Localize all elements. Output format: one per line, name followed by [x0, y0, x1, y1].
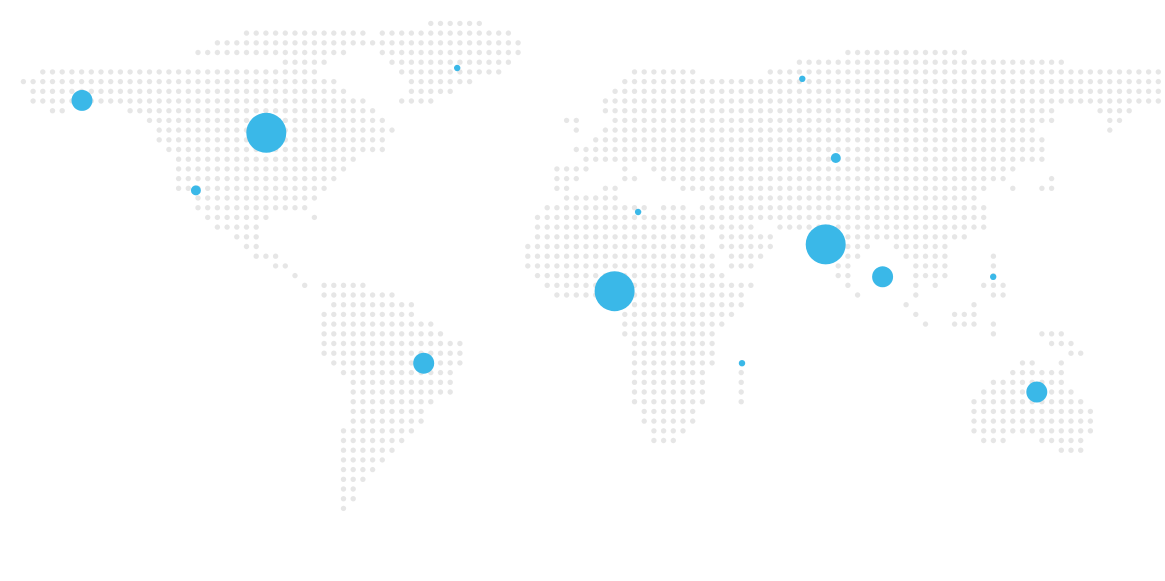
location-markers [71, 64, 1048, 403]
land-dots [20, 20, 1162, 512]
marker-madagascar[interactable] [738, 360, 746, 367]
marker-usa-west[interactable] [190, 185, 201, 196]
marker-canada[interactable] [246, 112, 287, 153]
marker-australia[interactable] [1026, 381, 1048, 403]
marker-north-africa[interactable] [634, 208, 642, 216]
marker-south-america[interactable] [413, 352, 435, 374]
marker-alaska[interactable] [71, 89, 93, 111]
marker-bangladesh[interactable] [872, 266, 894, 288]
marker-greenland[interactable] [454, 64, 461, 72]
marker-west-central-africa[interactable] [594, 271, 635, 312]
marker-russia-north[interactable] [799, 75, 806, 83]
marker-central-asia[interactable] [830, 153, 841, 163]
marker-india[interactable] [805, 224, 846, 265]
marker-philippines[interactable] [990, 273, 997, 280]
